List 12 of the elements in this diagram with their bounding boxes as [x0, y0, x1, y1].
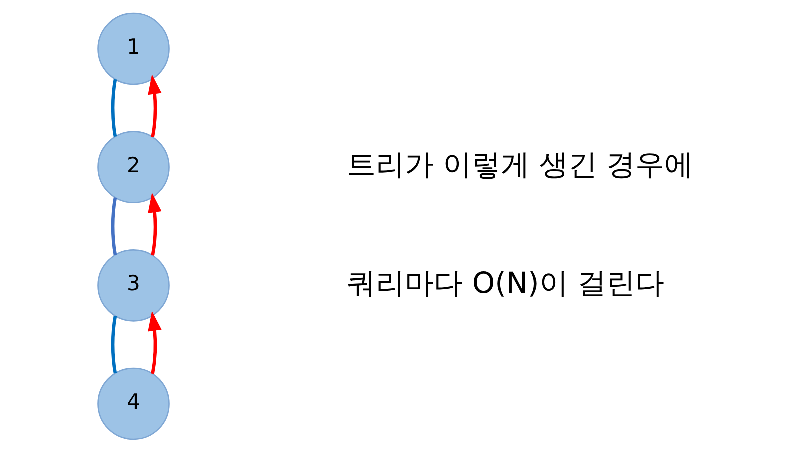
arrow — [148, 192, 162, 256]
connector — [111, 198, 118, 256]
label: 트리가 이렇게 생긴 경우에 — [347, 148, 694, 182]
connector — [111, 79, 118, 138]
arrow — [148, 311, 162, 374]
node-circle: 4 — [98, 368, 170, 440]
node-circle: 3 — [98, 250, 170, 322]
label: 쿼리마다 O(N)이 걸린다 — [347, 266, 664, 300]
node-circle: 1 — [98, 12, 170, 86]
arrow — [148, 74, 162, 138]
connector — [111, 316, 118, 374]
node-circle: 2 — [98, 131, 170, 204]
